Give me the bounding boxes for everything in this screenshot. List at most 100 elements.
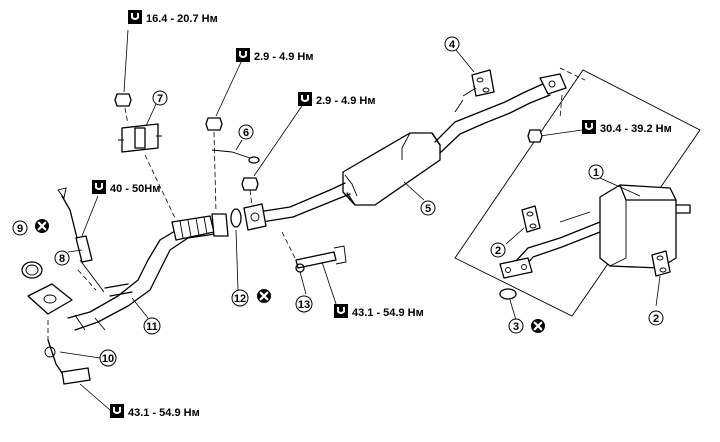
callout-7: 7 [152,90,168,106]
torque-spec-7: 43.1 - 54.9 Нм [110,404,200,419]
callout-9: 9 [12,220,28,236]
rear-center-tube [434,73,567,154]
callout-number: 11 [146,321,158,333]
torque-spec-2: 2.9 - 4.9 Нм [236,48,314,63]
torque-wrench-icon [128,10,142,24]
leader-4 [455,49,475,73]
torque-wrench-icon [92,180,106,194]
guide-line-bolt [281,231,297,261]
torque-wrench-icon [110,404,124,418]
rear-insulator-upper [521,205,541,233]
leader-10 [59,351,101,359]
guide-line-bracket-2 [144,154,176,219]
torque-value: 2.9 - 4.9 Нм [254,51,314,63]
torque-spec-5: 30.4 - 39.2 Нм [582,120,672,135]
leader-torque-5 [539,129,583,137]
bracket-nut [114,93,132,107]
guide-line-rear [559,67,586,81]
rear-flange-nut [527,129,543,143]
torque-value: 40 - 50Нм [110,183,160,195]
guide-line-nut-2 [249,189,253,207]
leader-3 [509,299,517,321]
torque-value: 30.4 - 39.2 Нм [600,123,672,135]
torque-value: 2.9 - 4.9 Нм [316,95,376,107]
torque-wrench-icon [334,304,348,318]
leader-torque-2 [215,59,243,117]
callout-number: 1 [593,167,599,179]
rear-gasket [499,288,517,300]
torque-spec-4: 40 - 50Нм [92,180,160,195]
center-muffler [342,132,441,206]
leader-8 [67,249,83,253]
leader-torque-4 [81,195,99,237]
callout-number: 12 [234,293,246,305]
leader-13 [299,271,307,295]
callout-1: 1 [588,164,604,180]
lower-nut [241,177,259,191]
torque-spec-6: 43.1 - 54.9 Нм [334,304,424,319]
guide-line-nut [213,131,217,213]
leader-torque-7 [79,383,111,411]
leader-torque-3 [253,99,307,177]
torque-value: 43.1 - 54.9 Нм [128,407,200,419]
callout-number: 2 [495,245,501,257]
callout-12: 12 [231,289,249,307]
callout-number: 3 [513,321,519,333]
torque-wrench-icon [298,92,312,106]
do-not-reuse-icon [33,217,51,235]
flange-joint [243,203,267,231]
rear-insulator-lower [651,250,671,277]
callout-2-upper: 2 [490,242,506,258]
torque-spec-1: 16.4 - 20.7 Нм [128,10,218,25]
callout-number: 2 [653,313,659,325]
flange-bolt [295,245,347,273]
callout-number: 7 [157,93,163,105]
callout-number: 10 [102,353,114,365]
center-insulator [454,69,495,113]
callout-number: 9 [17,223,23,235]
oxygen-sensor-lower [44,339,91,385]
manifold-gasket-inner [25,264,39,276]
callout-number: 13 [298,299,310,311]
hanger-rod [211,149,251,159]
callout-4: 4 [444,36,460,52]
hanger-washer [248,156,260,164]
guide-line-bracket [124,107,129,125]
oxygen-sensor-upper [57,187,93,263]
callout-number: 8 [59,253,65,265]
torque-value: 16.4 - 20.7 Нм [146,13,218,25]
guide-line-sensor [77,269,97,291]
leader-torque-6 [321,261,337,305]
leader-2b [655,275,661,307]
front-exhaust-pipe [27,213,229,331]
hanger-bracket [118,123,162,153]
torque-spec-3: 2.9 - 4.9 Нм [298,92,376,107]
callout-2-lower: 2 [648,310,664,326]
callout-8: 8 [54,250,70,266]
callout-13: 13 [295,295,313,313]
leader-6 [235,139,243,151]
do-not-reuse-icon [255,287,273,305]
callout-5: 5 [420,200,436,216]
callout-number: 6 [243,127,249,139]
callout-number: 4 [449,39,456,51]
guide-line-rear-2 [559,94,563,119]
upper-nut [205,117,223,131]
front-gasket [230,208,242,228]
callout-10: 10 [99,349,117,367]
manifold-gasket [21,261,43,279]
do-not-reuse-icon [529,317,547,335]
callout-number: 5 [425,203,431,215]
leader-torque-1 [123,29,129,93]
callout-11: 11 [143,317,161,335]
torque-value: 43.1 - 54.9 Нм [352,307,424,319]
front-tube [257,182,351,223]
torque-wrench-icon [582,120,596,134]
leader-12 [235,229,239,291]
callout-3: 3 [508,318,524,334]
leader-1 [599,177,641,197]
leader-2a [505,227,525,245]
leader-7 [145,103,157,127]
rear-muffler-assembly [454,69,701,317]
